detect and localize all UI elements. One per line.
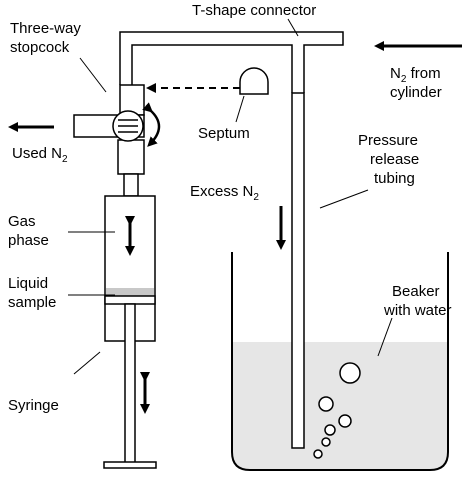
- syringe: [103, 195, 157, 469]
- label-excess-n2: Excess N2: [190, 183, 259, 203]
- label-pressure-line2: release: [370, 151, 419, 168]
- label-stopcock-line1: Three-way: [10, 20, 81, 37]
- label-gas-phase-line1: Gas: [8, 213, 36, 230]
- label-n2-source-line1: N2 from: [390, 65, 441, 85]
- t-shape-connector: [119, 31, 344, 93]
- bubble: [324, 424, 336, 436]
- plunger-head: [104, 295, 156, 305]
- plunger-thumb: [103, 461, 157, 469]
- label-syringe: Syringe: [8, 397, 59, 414]
- bubbles: [313, 362, 361, 459]
- label-used-n2: Used N2: [12, 145, 68, 165]
- label-beaker-line1: Beaker: [392, 283, 440, 300]
- plunger-rod: [124, 303, 136, 465]
- label-liquid-line1: Liquid: [8, 275, 48, 292]
- bubble: [338, 414, 352, 428]
- beaker-wall: [231, 252, 449, 471]
- label-pressure-line1: Pressure: [358, 132, 418, 149]
- bubble: [318, 396, 334, 412]
- syringe-tip: [123, 173, 139, 197]
- beaker: [231, 252, 449, 471]
- label-stopcock-line2: stopcock: [10, 39, 70, 56]
- liquid-sample: [106, 288, 154, 296]
- septum: [239, 67, 269, 95]
- bubble: [339, 362, 361, 384]
- three-way-stopcock: [73, 84, 161, 175]
- beaker-water: [232, 342, 448, 470]
- bubble: [321, 437, 331, 447]
- label-beaker-line2: with water: [383, 302, 452, 319]
- pressure-release-tubing: [291, 92, 305, 449]
- label-pressure-line3: tubing: [374, 170, 415, 187]
- label-liquid-line2: sample: [8, 294, 56, 311]
- bubble: [313, 449, 323, 459]
- label-gas-phase-line2: phase: [8, 232, 49, 249]
- label-septum: Septum: [198, 125, 250, 142]
- label-n2-source-line2: cylinder: [390, 84, 442, 101]
- label-t-connector: T-shape connector: [192, 2, 316, 19]
- leader-lines: [68, 18, 393, 375]
- rotation-arrow: [142, 102, 161, 147]
